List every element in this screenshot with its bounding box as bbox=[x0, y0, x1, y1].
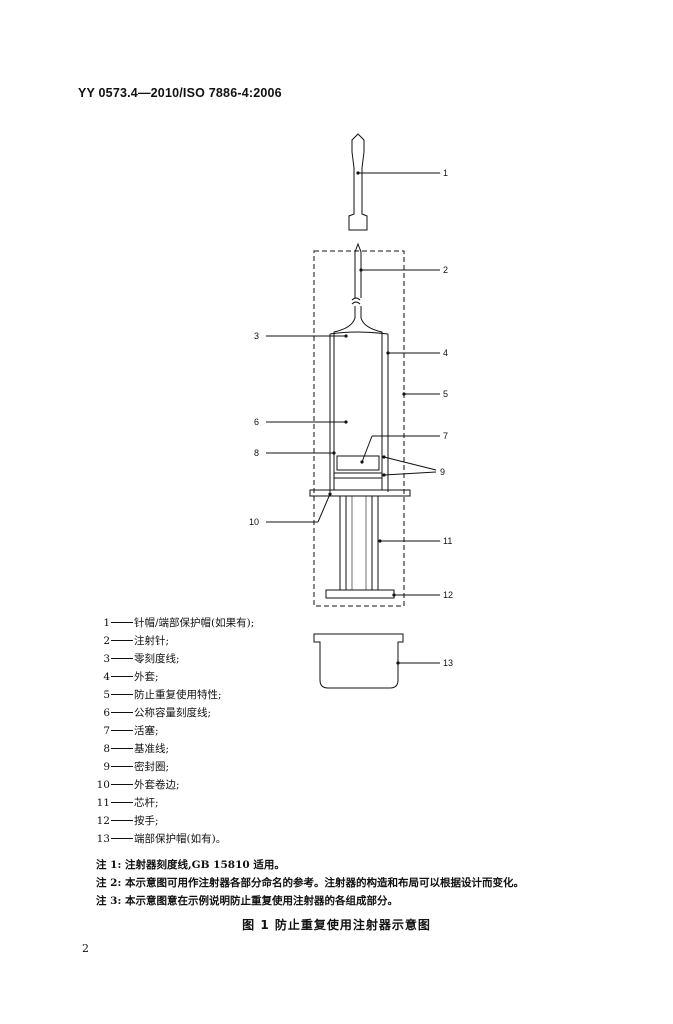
end-protective-cap bbox=[313, 633, 404, 689]
callout-1: 1 bbox=[443, 168, 448, 178]
legend-text: 防止重复使用特性; bbox=[134, 689, 222, 701]
note-3: 注 3: 本示意图意在示例说明防止重复使用注射器的各组成部分。 bbox=[96, 895, 398, 907]
figure-notes: 注 1: 注射器刻度线,GB 15810 适用。 注 2: 本示意图可用作注射器… bbox=[96, 856, 524, 910]
figure-caption: 图 1 防止重复使用注射器示意图 bbox=[242, 918, 431, 932]
legend-text: 外套; bbox=[134, 671, 159, 683]
legend-text: 芯杆; bbox=[134, 797, 159, 809]
legend-item: 1 针帽/端部保护帽(如果有); bbox=[96, 614, 254, 632]
needle-cap bbox=[348, 133, 368, 231]
legend-number: 11 bbox=[96, 797, 110, 809]
legend-item: 7 活塞; bbox=[96, 722, 254, 740]
legend-number: 3 bbox=[103, 653, 110, 665]
note-2: 注 2: 本示意图可用作注射器各部分命名的参考。注射器的构造和布局可以根据设计而… bbox=[96, 877, 524, 889]
injection-needle bbox=[354, 242, 362, 298]
standard-number-header: YY 0573.4—2010/ISO 7886-4:2006 bbox=[78, 86, 282, 100]
legend-item: 11 芯杆; bbox=[96, 794, 254, 812]
callout-8: 8 bbox=[254, 448, 259, 458]
legend-text: 外套卷边; bbox=[134, 779, 180, 791]
legend-text: 活塞; bbox=[134, 725, 159, 737]
plunger-rod bbox=[339, 496, 379, 590]
legend-item: 2 注射针; bbox=[96, 632, 254, 650]
legend-number: 8 bbox=[103, 743, 110, 755]
figure-legend: 1 针帽/端部保护帽(如果有); 2 注射针; 3 零刻度线; 4 外套; 5 防止重复使… bbox=[96, 614, 255, 848]
thumb-press bbox=[325, 589, 395, 599]
reuse-prevention-boundary bbox=[313, 250, 405, 607]
legend-number: 6 bbox=[103, 707, 110, 719]
legend-item: 12 按手; bbox=[96, 812, 254, 830]
legend-text: 零刻度线; bbox=[134, 653, 180, 665]
legend-number: 9 bbox=[103, 761, 110, 773]
legend-text: 端部保护帽(如有)。 bbox=[134, 833, 227, 845]
legend-text: 密封圈; bbox=[134, 761, 170, 773]
barrel-hub bbox=[333, 317, 383, 340]
legend-item: 13 端部保护帽(如有)。 bbox=[96, 830, 254, 848]
legend-number: 7 bbox=[103, 725, 110, 737]
callout-5: 5 bbox=[443, 389, 448, 399]
legend-text: 基准线; bbox=[134, 743, 170, 755]
callout-7: 7 bbox=[443, 431, 448, 441]
legend-item: 5 防止重复使用特性; bbox=[96, 686, 254, 704]
legend-item: 6 公称容量刻度线; bbox=[96, 704, 254, 722]
legend-text: 公称容量刻度线; bbox=[134, 707, 212, 719]
callout-13: 13 bbox=[443, 658, 453, 668]
legend-item: 10 外套卷边; bbox=[96, 776, 254, 794]
callout-12: 12 bbox=[443, 590, 453, 600]
note-1: 注 1: 注射器刻度线,GB 15810 适用。 bbox=[96, 859, 285, 871]
callout-10: 10 bbox=[249, 517, 259, 527]
legend-item: 4 外套; bbox=[96, 668, 254, 686]
callout-6: 6 bbox=[254, 417, 259, 427]
callout-11: 11 bbox=[443, 536, 452, 546]
legend-text: 按手; bbox=[134, 815, 159, 827]
page-number: 2 bbox=[82, 942, 89, 955]
syringe-diagram: 1 2 3 4 5 6 7 8 9 10 11 12 13 bbox=[249, 133, 453, 689]
barrel-flange bbox=[309, 489, 411, 497]
barrel bbox=[329, 331, 389, 492]
callout-3: 3 bbox=[254, 331, 259, 341]
legend-number: 12 bbox=[96, 815, 110, 827]
callout-4: 4 bbox=[443, 348, 448, 358]
legend-item: 9 密封圈; bbox=[96, 758, 254, 776]
legend-item: 8 基准线; bbox=[96, 740, 254, 758]
callout-9: 9 bbox=[440, 467, 445, 477]
legend-number: 5 bbox=[103, 689, 110, 701]
legend-number: 10 bbox=[96, 779, 110, 791]
legend-number: 4 bbox=[103, 671, 110, 683]
legend-item: 3 零刻度线; bbox=[96, 650, 254, 668]
legend-number: 1 bbox=[103, 617, 110, 629]
legend-text: 注射针; bbox=[134, 635, 170, 647]
plunger-stopper bbox=[336, 455, 380, 471]
legend-number: 13 bbox=[96, 833, 110, 845]
legend-text: 针帽/端部保护帽(如果有); bbox=[134, 617, 255, 629]
legend-number: 2 bbox=[103, 635, 110, 647]
callout-2: 2 bbox=[443, 265, 448, 275]
